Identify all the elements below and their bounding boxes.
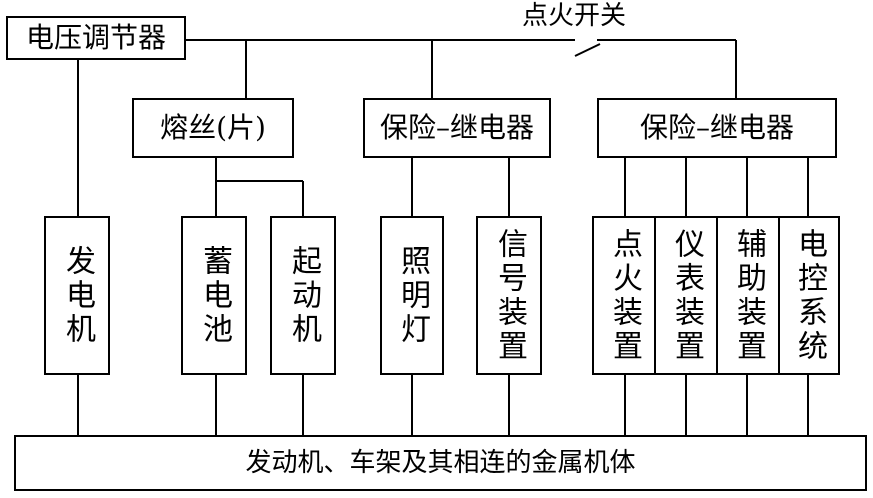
battery-box: 蓄电池: [181, 216, 247, 375]
fuse-box: 熔丝(片): [132, 98, 294, 158]
relay-box-right: 保险–继电器: [597, 98, 837, 158]
ecu-system-box: 电控系统: [778, 216, 840, 375]
starter-box: 起动机: [270, 216, 336, 375]
lighting-box: 照明灯: [380, 216, 444, 375]
starter-label: 起动机: [286, 244, 321, 347]
ignition-device-label: 点火装置: [607, 227, 642, 364]
relay-box-left: 保险–继电器: [363, 98, 551, 158]
lighting-label: 照明灯: [395, 244, 430, 347]
ground-body-label: 发动机、车架及其相连的金属机体: [245, 448, 636, 478]
ground-body-box: 发动机、车架及其相连的金属机体: [14, 435, 867, 491]
ecu-system-label: 电控系统: [792, 227, 827, 364]
instrument-box: 仪表装置: [654, 216, 718, 375]
generator-box: 发电机: [44, 216, 110, 375]
signal-device-box: 信号装置: [476, 216, 542, 375]
ignition-switch-label: 点火开关: [522, 1, 627, 31]
generator-label: 发电机: [60, 244, 95, 347]
relay-right-label: 保险–继电器: [639, 111, 794, 144]
relay-left-label: 保险–继电器: [379, 111, 534, 144]
voltage-regulator-label: 电压调节器: [25, 21, 166, 54]
signal-device-label: 信号装置: [492, 227, 527, 364]
auxiliary-device-label: 辅助装置: [731, 227, 766, 364]
switch-contact: [574, 43, 601, 57]
battery-label: 蓄电池: [197, 244, 232, 347]
fuse-label: 熔丝(片): [160, 111, 266, 144]
instrument-label: 仪表装置: [669, 227, 704, 364]
ignition-device-box: 点火装置: [592, 216, 656, 375]
voltage-regulator-box: 电压调节器: [6, 16, 186, 60]
auxiliary-device-box: 辅助装置: [716, 216, 780, 375]
